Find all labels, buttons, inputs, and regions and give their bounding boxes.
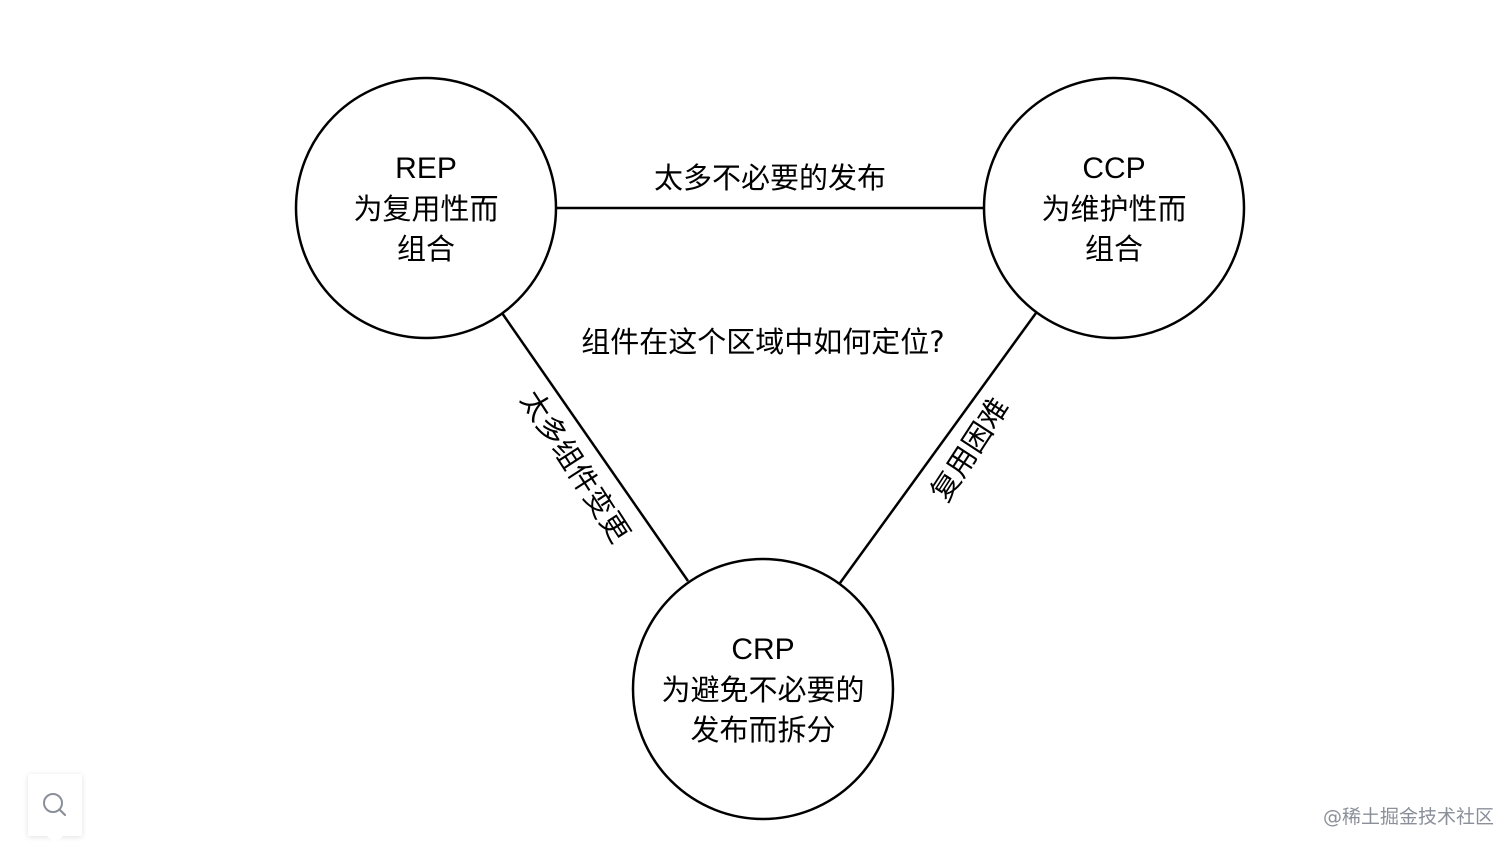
rep-node-line2: 组合 xyxy=(397,232,455,266)
ccp-node-title: CCP xyxy=(1082,152,1145,185)
magnifier-icon xyxy=(43,793,67,817)
watermark-text: @稀土掘金技术社区 xyxy=(1322,806,1494,828)
crp-node-title: CRP xyxy=(731,633,794,666)
center-question: 组件在这个区域中如何定位? xyxy=(581,325,944,359)
zoom-button[interactable] xyxy=(28,774,82,844)
edge-label-top: 太多不必要的发布 xyxy=(654,161,886,195)
rep-node-circle xyxy=(294,76,558,340)
edge-label-left: 太多组件变更 xyxy=(514,384,637,548)
rep-node-line1: 为复用性而 xyxy=(353,192,498,226)
edge-ccp-crp xyxy=(838,312,1038,584)
ccp-node-line2: 组合 xyxy=(1085,232,1143,266)
rep-node-title: REP xyxy=(395,152,457,185)
ccp-node-line1: 为维护性而 xyxy=(1041,192,1186,226)
edge-rep-crp xyxy=(500,312,690,582)
crp-node-line1: 为避免不必要的 xyxy=(661,673,864,707)
crp-node-line2: 发布而拆分 xyxy=(690,713,835,747)
crp-node-circle xyxy=(631,557,895,821)
ccp-node-circle xyxy=(982,76,1246,340)
